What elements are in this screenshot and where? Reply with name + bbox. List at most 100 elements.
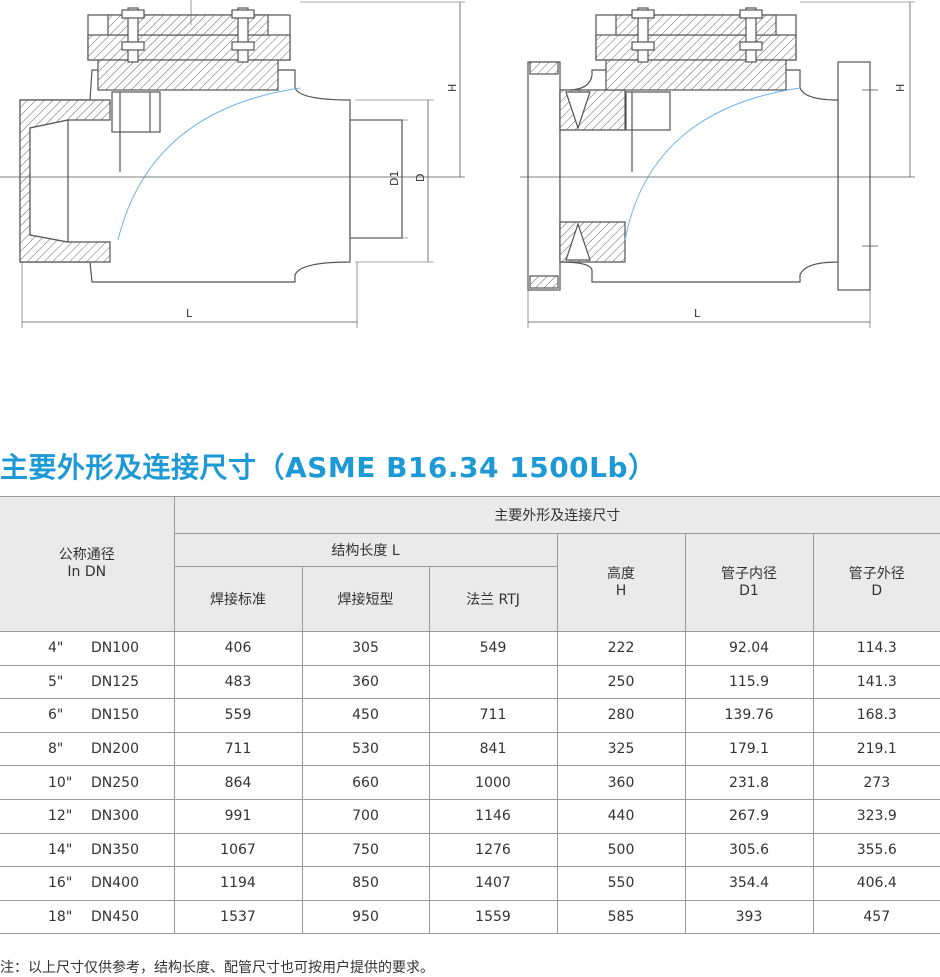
size-dn: DN200 xyxy=(91,741,139,758)
cell-nominal-size: 10" DN250 xyxy=(0,765,175,800)
size-inch: 18" xyxy=(48,909,73,926)
cell-nominal-size: 4" DN100 xyxy=(0,631,175,666)
size-inch: 5" xyxy=(48,673,64,690)
cell-weld-standard: 711 xyxy=(173,731,303,767)
cell-nominal-size: 18" DN450 xyxy=(0,899,175,935)
cell-height: 280 xyxy=(556,698,686,733)
cell-weld-standard: 559 xyxy=(173,698,303,733)
cell-nominal-size: 16"DN400 xyxy=(0,866,175,901)
cell-outer-diameter: 114.3 xyxy=(812,631,940,666)
cell-weld-standard: 406 xyxy=(173,631,303,666)
cell-weld-standard: 991 xyxy=(173,798,303,834)
header-weld-short: 焊接短型 xyxy=(301,566,430,632)
cell-nominal-size: 12" DN300 xyxy=(0,798,175,834)
size-dn: DN300 xyxy=(91,808,139,825)
header-weld-standard: 焊接标准 xyxy=(173,566,303,632)
header-flange-rtj: 法兰 RTJ xyxy=(428,566,557,632)
cell-inner-diameter: 231.8 xyxy=(684,765,814,800)
cell-outer-diameter: 457 xyxy=(812,899,940,935)
size-inch: 6" xyxy=(48,707,64,724)
cell-height: 550 xyxy=(556,866,686,901)
cell-flange-rtj: 1407 xyxy=(428,866,558,901)
cell-flange-rtj: 841 xyxy=(428,731,558,767)
cell-weld-short: 660 xyxy=(301,765,430,800)
cell-inner-diameter: 354.4 xyxy=(684,866,814,901)
cell-outer-diameter: 406.4 xyxy=(812,866,940,901)
cell-weld-short: 700 xyxy=(301,798,430,834)
cell-height: 360 xyxy=(556,765,686,800)
size-inch: 10" xyxy=(48,774,73,791)
cell-inner-diameter: 305.6 xyxy=(684,832,814,868)
cell-flange-rtj: 1559 xyxy=(428,899,558,935)
cell-height: 585 xyxy=(556,899,686,935)
footnote: 注：以上尺寸仅供参考，结构长度、配管尺寸也可按用户提供的要求。 xyxy=(0,960,434,976)
cell-height: 222 xyxy=(556,631,686,666)
cell-inner-diameter: 115.9 xyxy=(684,664,814,700)
cell-flange-rtj: 1146 xyxy=(428,798,558,834)
header-group: 主要外形及连接尺寸 xyxy=(173,496,940,534)
cell-nominal-size: 5"DN125 xyxy=(0,664,175,700)
right-view xyxy=(520,1,915,328)
size-dn: DN250 xyxy=(91,774,139,791)
cell-flange-rtj: 711 xyxy=(428,698,558,733)
cell-outer-diameter: 323.9 xyxy=(812,798,940,834)
valve-drawing: H D1 D L xyxy=(0,0,915,328)
size-inch: 16" xyxy=(48,875,73,892)
cell-outer-diameter: 273 xyxy=(812,765,940,800)
cell-weld-short: 360 xyxy=(301,664,430,700)
cell-weld-short: 850 xyxy=(301,866,430,901)
cell-weld-standard: 483 xyxy=(173,664,303,700)
cell-weld-short: 305 xyxy=(301,631,430,666)
cell-weld-short: 950 xyxy=(301,899,430,935)
cell-flange-rtj: 549 xyxy=(428,631,558,666)
cell-inner-diameter: 179.1 xyxy=(684,731,814,767)
left-dim-d: D xyxy=(414,174,427,182)
right-dim-l: L xyxy=(694,307,701,320)
cell-flange-rtj: 1276 xyxy=(428,832,558,868)
cell-inner-diameter: 393 xyxy=(684,899,814,935)
cell-inner-diameter: 267.9 xyxy=(684,798,814,834)
size-dn: DN450 xyxy=(91,909,139,926)
cell-weld-standard: 1067 xyxy=(173,832,303,868)
cell-height: 325 xyxy=(556,731,686,767)
left-dim-h: H xyxy=(446,84,459,92)
cell-nominal-size: 14" DN350 xyxy=(0,832,175,868)
left-view xyxy=(0,0,465,328)
cell-weld-short: 750 xyxy=(301,832,430,868)
cell-weld-standard: 1194 xyxy=(173,866,303,901)
size-dn: DN350 xyxy=(91,841,139,858)
size-inch: 8" xyxy=(48,741,64,758)
right-dim-h: H xyxy=(894,84,907,92)
size-inch: 12" xyxy=(48,808,73,825)
cell-flange-rtj xyxy=(428,664,558,700)
cell-outer-diameter: 168.3 xyxy=(812,698,940,733)
cell-weld-standard: 1537 xyxy=(173,899,303,935)
size-dn: DN100 xyxy=(91,640,139,657)
cell-inner-diameter: 139.76 xyxy=(684,698,814,733)
left-dim-l: L xyxy=(186,307,193,320)
cell-weld-short: 450 xyxy=(301,698,430,733)
cell-outer-diameter: 141.3 xyxy=(812,664,940,700)
cell-flange-rtj: 1000 xyxy=(428,765,558,800)
cell-weld-standard: 864 xyxy=(173,765,303,800)
cell-height: 500 xyxy=(556,832,686,868)
size-inch: 4" xyxy=(48,640,64,657)
header-length: 结构长度 L xyxy=(173,533,558,567)
left-dim-d1: D1 xyxy=(388,171,401,186)
section-heading: 主要外形及连接尺寸（ASME B16.34 1500Lb） xyxy=(0,451,657,484)
size-inch: 14" xyxy=(48,841,73,858)
